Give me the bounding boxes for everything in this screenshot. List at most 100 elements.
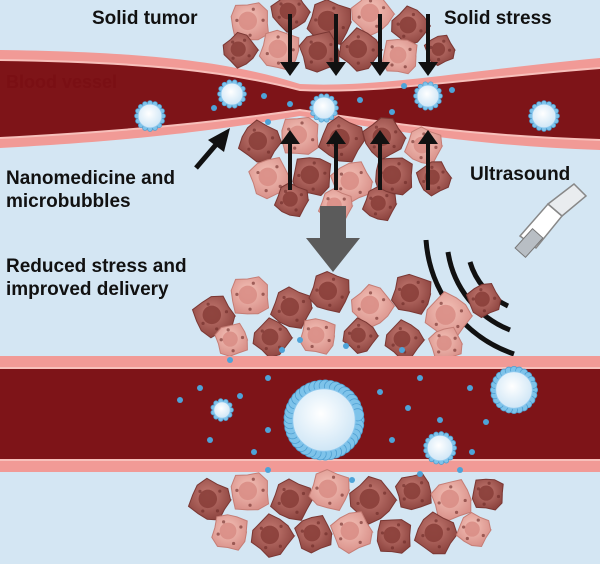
tumor-cell (299, 318, 336, 355)
nanoparticle (483, 419, 489, 425)
nanoparticle (207, 437, 213, 443)
tumor-cluster-bottom-lower (187, 469, 504, 558)
nanoparticle (287, 101, 293, 107)
nanoparticle (297, 337, 303, 343)
stress-arrow-up (370, 130, 390, 190)
nanoparticle (469, 449, 475, 455)
nanoparticle (401, 83, 407, 89)
nanoparticle-dots (177, 83, 489, 483)
tumor-cell (384, 319, 426, 360)
nanoparticle (399, 347, 405, 353)
tumor-cell (298, 31, 340, 73)
tumor-cell (415, 161, 453, 197)
tumor-cell (308, 271, 351, 313)
tumor-cell (455, 511, 492, 548)
label-nanomedicine-line2: microbubbles (6, 190, 131, 212)
nanoparticle (279, 347, 285, 353)
tumor-cluster-upper (222, 0, 456, 75)
tumor-cell (329, 511, 374, 554)
tumor-cell (248, 157, 291, 200)
label-nanomedicine: Nanomedicine and microbubbles (6, 168, 175, 214)
nanoparticle (457, 467, 463, 473)
tumor-cell (270, 286, 314, 329)
tumor-cell (230, 2, 270, 41)
nanoparticle (265, 375, 271, 381)
tumor-cell (308, 469, 351, 511)
stress-arrow-up (326, 130, 346, 190)
tumor-cell (391, 5, 432, 47)
tumor-cell (338, 27, 384, 72)
tumor-cell (413, 511, 459, 555)
tumor-cell (390, 273, 432, 315)
nanoparticle (265, 427, 271, 433)
label-nanomedicine-line1: Nanomedicine and (6, 168, 175, 189)
tumor-cell (273, 182, 310, 218)
nanoparticle (437, 417, 443, 423)
nanoparticle (177, 397, 183, 403)
microbubble (413, 81, 443, 111)
microbubble (134, 100, 166, 132)
nanoparticle (405, 405, 411, 411)
tumor-cell (250, 513, 296, 558)
nanoparticle (343, 343, 349, 349)
tumor-cell (376, 519, 412, 554)
tumor-cell (292, 157, 332, 197)
tumor-cell (222, 31, 260, 69)
stress-arrow-down (280, 14, 300, 76)
nanoparticle (197, 385, 203, 391)
label-blood-vessel: Blood vessel (6, 72, 118, 92)
nanoparticle (227, 357, 233, 363)
stress-arrow-down (418, 14, 438, 76)
label-reduced-stress: Reduced stress and improved delivery (6, 256, 187, 302)
nanoparticle (251, 449, 257, 455)
microbubble (217, 79, 247, 109)
nanoparticle (349, 477, 355, 483)
tumor-cell (306, 0, 352, 45)
tumor-cell (465, 282, 502, 319)
tumor-cell (187, 477, 232, 521)
microbubble (489, 365, 539, 414)
tumor-cluster-bottom-upper (191, 271, 502, 362)
tumor-cell (214, 322, 249, 357)
tumor-cell (394, 473, 432, 511)
nanoparticle (449, 87, 455, 93)
tumor-cell (428, 326, 464, 362)
tumor-cell (294, 514, 333, 554)
microbubble (528, 100, 560, 132)
tumor-cell (211, 514, 248, 551)
tumor-cell (430, 479, 472, 521)
nanoparticle (417, 375, 423, 381)
nanoparticle (389, 109, 395, 115)
tumor-cell (382, 38, 418, 75)
ultrasound-probe (514, 183, 588, 259)
nanoparticle (261, 93, 267, 99)
stress-arrow-up (418, 130, 438, 190)
tumor-cell (270, 478, 314, 521)
label-solid-stress: Solid stress (444, 8, 552, 29)
nanoparticle (417, 471, 423, 477)
stress-arrow-down (370, 14, 390, 76)
tumor-cell (361, 186, 398, 222)
microbubbles-bottom (210, 365, 539, 465)
microbubble (309, 93, 339, 123)
tumor-cell (191, 295, 237, 339)
nanoparticle (389, 437, 395, 443)
label-reduced-line1: Reduced stress and (6, 256, 187, 277)
tumor-cell (350, 283, 396, 329)
stress-arrow-up (280, 130, 300, 190)
nanoparticle (265, 467, 271, 473)
nanoparticle (467, 385, 473, 391)
tumor-cell (230, 276, 270, 315)
label-reduced-line2: improved delivery (6, 278, 169, 300)
process-arrow (306, 206, 360, 272)
tumor-cell (424, 291, 474, 340)
tumor-cell (471, 478, 504, 511)
microbubble (210, 398, 234, 422)
tumor-cell (230, 472, 270, 511)
microbubble (283, 379, 365, 461)
label-solid-tumor: Solid tumor (92, 8, 198, 29)
nanoparticle (265, 119, 271, 125)
tumor-cell (342, 317, 380, 354)
nanoparticle (357, 97, 363, 103)
